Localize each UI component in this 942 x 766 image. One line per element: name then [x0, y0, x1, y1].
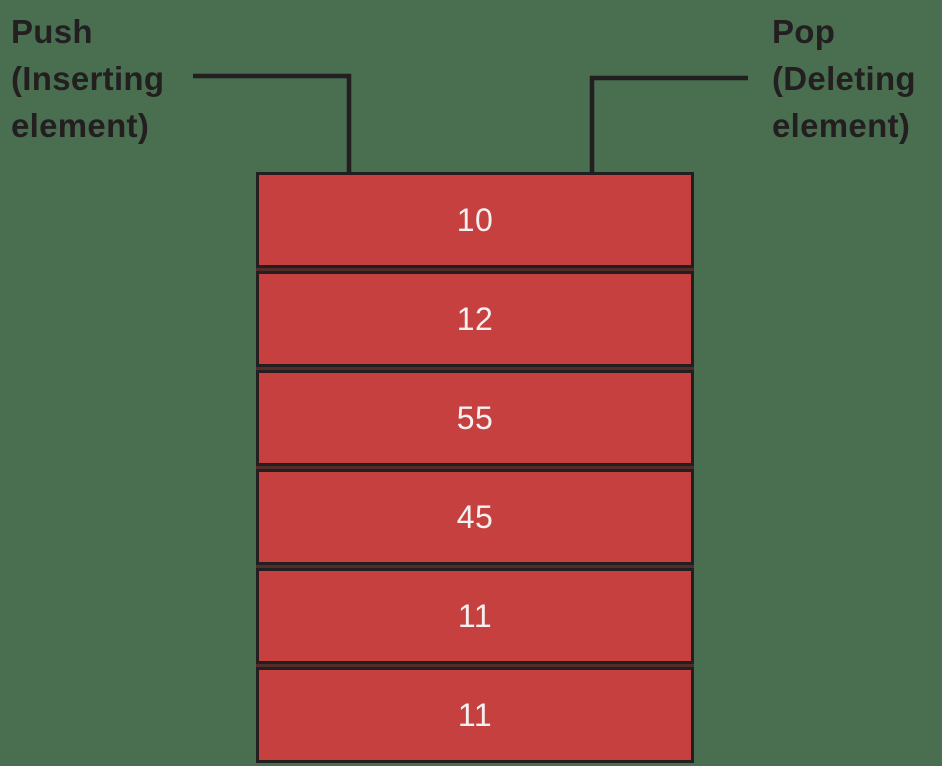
stack-item: 11	[256, 667, 694, 763]
stack-item: 11	[256, 568, 694, 664]
stack-item: 55	[256, 370, 694, 466]
stack-item-value: 55	[456, 399, 494, 436]
stack-item-value: 45	[456, 498, 494, 535]
stack-item: 12	[256, 271, 694, 367]
stack-item-value: 11	[457, 696, 493, 733]
push-label: Push (Inserting element)	[11, 8, 164, 149]
stack-item-value: 12	[456, 300, 494, 337]
push-label-line3: element)	[11, 107, 150, 144]
pop-label: Pop (Deleting element)	[772, 8, 916, 149]
stack-container: 10 12 55 45 11 11	[256, 172, 694, 763]
stack-item-value: 10	[456, 201, 494, 238]
pop-label-line2: (Deleting	[772, 60, 916, 97]
stack-item: 10	[256, 172, 694, 268]
pop-label-line3: element)	[772, 107, 911, 144]
pop-label-line1: Pop	[772, 13, 836, 50]
stack-item: 45	[256, 469, 694, 565]
push-label-line2: (Inserting	[11, 60, 165, 97]
push-label-line1: Push	[11, 13, 93, 50]
stack-item-value: 11	[457, 597, 493, 634]
